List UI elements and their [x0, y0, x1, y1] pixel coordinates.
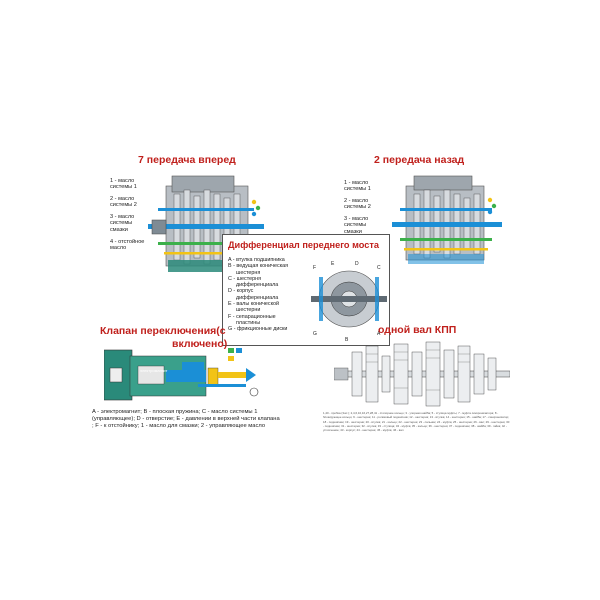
differential-part: F - сепарационные: [228, 313, 276, 320]
svg-text:B: B: [345, 337, 349, 343]
gear7-label-4: 4 - отстойное масло: [110, 239, 145, 252]
differential-part: B - ведущая коническая: [228, 263, 289, 270]
gear7-title: 7 передача вперед: [138, 154, 236, 166]
differential-part: G - фрикционные диски: [228, 326, 288, 333]
shift-valve-drawing: [104, 348, 259, 401]
shaft-parts-legend: 1,40 - пробка (3шт.); 2,4,6,10,16,27,28,…: [323, 411, 510, 433]
valve-title-line2: включено): [172, 338, 228, 350]
differential-title: Дифференциал переднего моста: [228, 240, 379, 250]
valve-magnet-label: электромагнит: [140, 368, 168, 373]
reverse2-label-1: 1 - масло системы 1: [344, 180, 371, 193]
differential-part: дифференциала: [236, 282, 279, 289]
differential-parts-list: A - втулка подшипника B - ведущая кониче…: [228, 257, 312, 333]
gear7-label-2: 2 - масло системы 2: [110, 196, 137, 209]
differential-part: шестерни: [236, 307, 261, 314]
differential-inset: Дифференциал переднего моста A - втулка …: [222, 234, 390, 346]
valve-title-line1: Клапан переключения(с: [100, 325, 226, 337]
shaft-cutaway-drawing: [334, 341, 510, 407]
svg-text:F: F: [313, 265, 316, 271]
svg-text:G: G: [313, 331, 317, 337]
svg-text:A: A: [377, 331, 381, 337]
flow-arrow-icon: [246, 368, 256, 382]
reverse2-label-2: 2 - масло системы 2: [344, 198, 371, 211]
differential-part: D - корпус: [228, 288, 254, 295]
differential-part: дифференциала: [236, 294, 279, 301]
differential-part: пластины: [236, 319, 261, 326]
lube-indicator-icon: [251, 199, 257, 205]
reverse2-label-3: 3 - масло системы смазки: [344, 216, 369, 235]
differential-part: шестерня: [236, 269, 261, 276]
reverse2-title: 2 передача назад: [374, 154, 465, 166]
differential-part: C - шестерня: [228, 275, 262, 282]
differential-part: E - валы конической: [228, 301, 280, 308]
shaft-title: одной вал КПП: [378, 324, 457, 336]
differential-part: A - втулка подшипника: [228, 257, 285, 263]
svg-text:D: D: [355, 261, 359, 267]
reverse2-transmission-drawing: [392, 175, 502, 264]
gear7-label-1: 1 - масло системы 1: [110, 178, 137, 191]
pressure-gauge-icon: [249, 387, 259, 397]
differential-drawing: F E D C G B A: [311, 261, 387, 343]
valve-caption: A - электромагнит; B - плоская пружина; …: [92, 409, 280, 430]
svg-text:E: E: [331, 261, 335, 267]
gear7-label-3: 3 - масло системы смазки: [110, 214, 135, 233]
svg-text:C: C: [377, 265, 381, 271]
